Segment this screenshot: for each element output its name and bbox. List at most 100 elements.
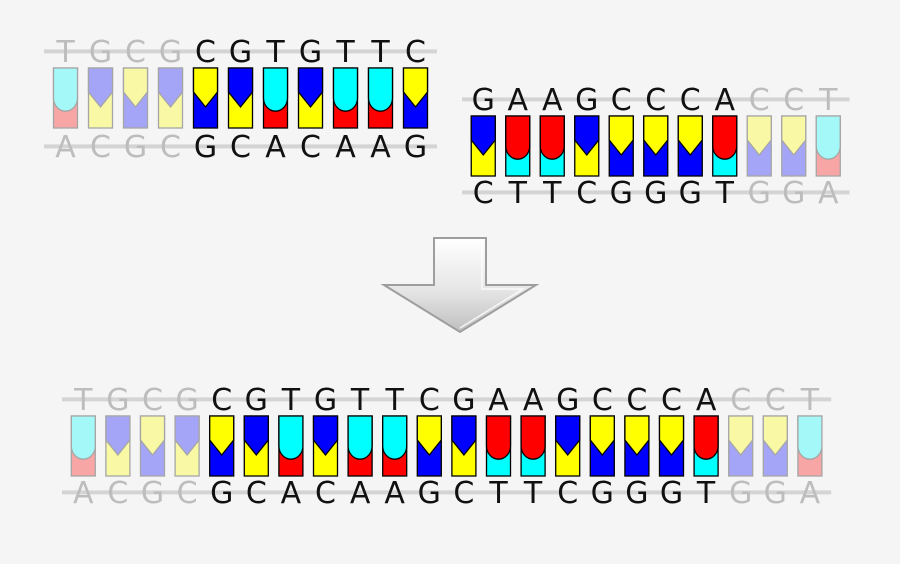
- top-strand-base: T: [55, 35, 75, 70]
- bottom-strand-base: C: [315, 476, 336, 511]
- base-pair-tile: [470, 115, 496, 177]
- base-pair-tile: [555, 415, 581, 477]
- bottom-strand-base: C: [576, 176, 597, 211]
- top-strand-base: T: [385, 383, 405, 418]
- bottom-strand-base: G: [610, 176, 633, 211]
- down-arrow-icon: [380, 237, 540, 334]
- bottom-strand-base: G: [644, 176, 667, 211]
- top-strand-base: C: [142, 383, 163, 418]
- base-pair-tile: [693, 415, 719, 477]
- bottom-strand-base: A: [800, 476, 821, 511]
- top-strand-base: C: [645, 83, 666, 118]
- top-strand-base: T: [818, 83, 838, 118]
- bottom-strand-base: G: [591, 476, 614, 511]
- base-pair-tile: [505, 115, 531, 177]
- backbone-bottom: [462, 190, 850, 195]
- top-strand-base: G: [159, 35, 182, 70]
- top-strand-base: C: [661, 383, 682, 418]
- backbone-bottom: [62, 490, 832, 495]
- bottom-strand-base: C: [177, 476, 198, 511]
- top-strand-base: G: [245, 383, 268, 418]
- bottom-strand-base: G: [729, 476, 752, 511]
- base-pair-tile: [781, 115, 807, 177]
- top-strand-base: G: [452, 383, 475, 418]
- base-pair-tile: [227, 67, 254, 129]
- base-pair-tile: [312, 415, 339, 477]
- base-pair-tile: [402, 67, 429, 129]
- top-strand-base: A: [507, 83, 528, 118]
- base-pair-tile: [574, 115, 600, 177]
- bottom-strand-base: A: [384, 476, 405, 511]
- bottom-strand-base: C: [300, 130, 321, 165]
- top-strand-base: T: [335, 35, 355, 70]
- base-pair-tile: [192, 67, 219, 129]
- top-strand-base: G: [556, 383, 579, 418]
- base-pair-tile: [815, 115, 841, 177]
- top-strand-base: T: [281, 383, 301, 418]
- base-pair-tile: [643, 115, 669, 177]
- top-strand-base: C: [405, 35, 426, 70]
- top-strand-base: C: [211, 383, 232, 418]
- top-strand-base: C: [749, 83, 770, 118]
- backbone-top: [462, 97, 850, 102]
- base-pair-tile: [539, 115, 565, 177]
- top-strand-base: G: [89, 35, 112, 70]
- base-pair-tile: [677, 115, 703, 177]
- bottom-strand-base: C: [473, 176, 494, 211]
- base-pair-tile: [728, 415, 754, 477]
- bottom-strand-base: C: [160, 130, 181, 165]
- top-strand-base: A: [488, 383, 509, 418]
- base-pair-tile: [624, 415, 650, 477]
- base-pair-tile: [797, 415, 823, 477]
- bottom-strand-base: G: [404, 130, 427, 165]
- bottom-strand-base: A: [350, 476, 371, 511]
- base-pair-tile: [520, 415, 546, 477]
- top-strand-base: C: [195, 35, 216, 70]
- top-strand-base: A: [696, 383, 717, 418]
- base-pair-tile: [658, 415, 685, 477]
- top-strand-base: G: [472, 83, 495, 118]
- base-pair-tile: [367, 67, 394, 129]
- top-strand-base: T: [800, 383, 820, 418]
- backbone-top: [44, 49, 437, 54]
- base-pair-tile: [589, 415, 615, 477]
- base-pair-tile: [278, 415, 304, 477]
- bottom-strand-base: A: [370, 130, 391, 165]
- bottom-strand-base: G: [124, 130, 147, 165]
- top-strand-base: T: [350, 383, 370, 418]
- bottom-strand-base: A: [335, 130, 356, 165]
- bottom-strand-base: G: [679, 176, 702, 211]
- top-strand-base: T: [370, 35, 390, 70]
- base-pair-tile: [105, 415, 131, 477]
- top-strand-base: C: [419, 383, 440, 418]
- base-pair-tile: [157, 67, 184, 129]
- bottom-strand-base: G: [764, 476, 787, 511]
- bottom-strand-base: C: [230, 130, 251, 165]
- base-pair-tile: [485, 415, 512, 477]
- bottom-strand-base: A: [73, 476, 94, 511]
- base-pair-tile: [762, 415, 788, 477]
- base-pair-tile: [712, 115, 738, 177]
- base-pair-tile: [52, 67, 79, 129]
- top-strand-base: C: [626, 383, 647, 418]
- top-strand-base: G: [299, 35, 322, 70]
- top-strand-base: G: [314, 383, 337, 418]
- base-pair-tile: [416, 415, 442, 477]
- bottom-strand-base: G: [141, 476, 164, 511]
- top-strand-base: G: [106, 383, 129, 418]
- base-pair-tile: [332, 67, 359, 129]
- bottom-strand-base: G: [418, 476, 441, 511]
- backbone-top: [62, 397, 832, 402]
- top-strand-base: A: [542, 83, 563, 118]
- bottom-strand-base: G: [194, 130, 217, 165]
- base-pair-tile: [297, 67, 324, 129]
- top-strand-base: A: [714, 83, 735, 118]
- ligated-product: TAGCCGGCCGGCTAGCTATACGGCATATGCCGCGCGATCG…: [62, 383, 832, 511]
- bottom-strand-base: G: [782, 176, 805, 211]
- base-pair-tile: [382, 415, 408, 477]
- base-pair-tile: [746, 115, 772, 177]
- bottom-strand-base: C: [453, 476, 474, 511]
- top-strand-base: T: [265, 35, 285, 70]
